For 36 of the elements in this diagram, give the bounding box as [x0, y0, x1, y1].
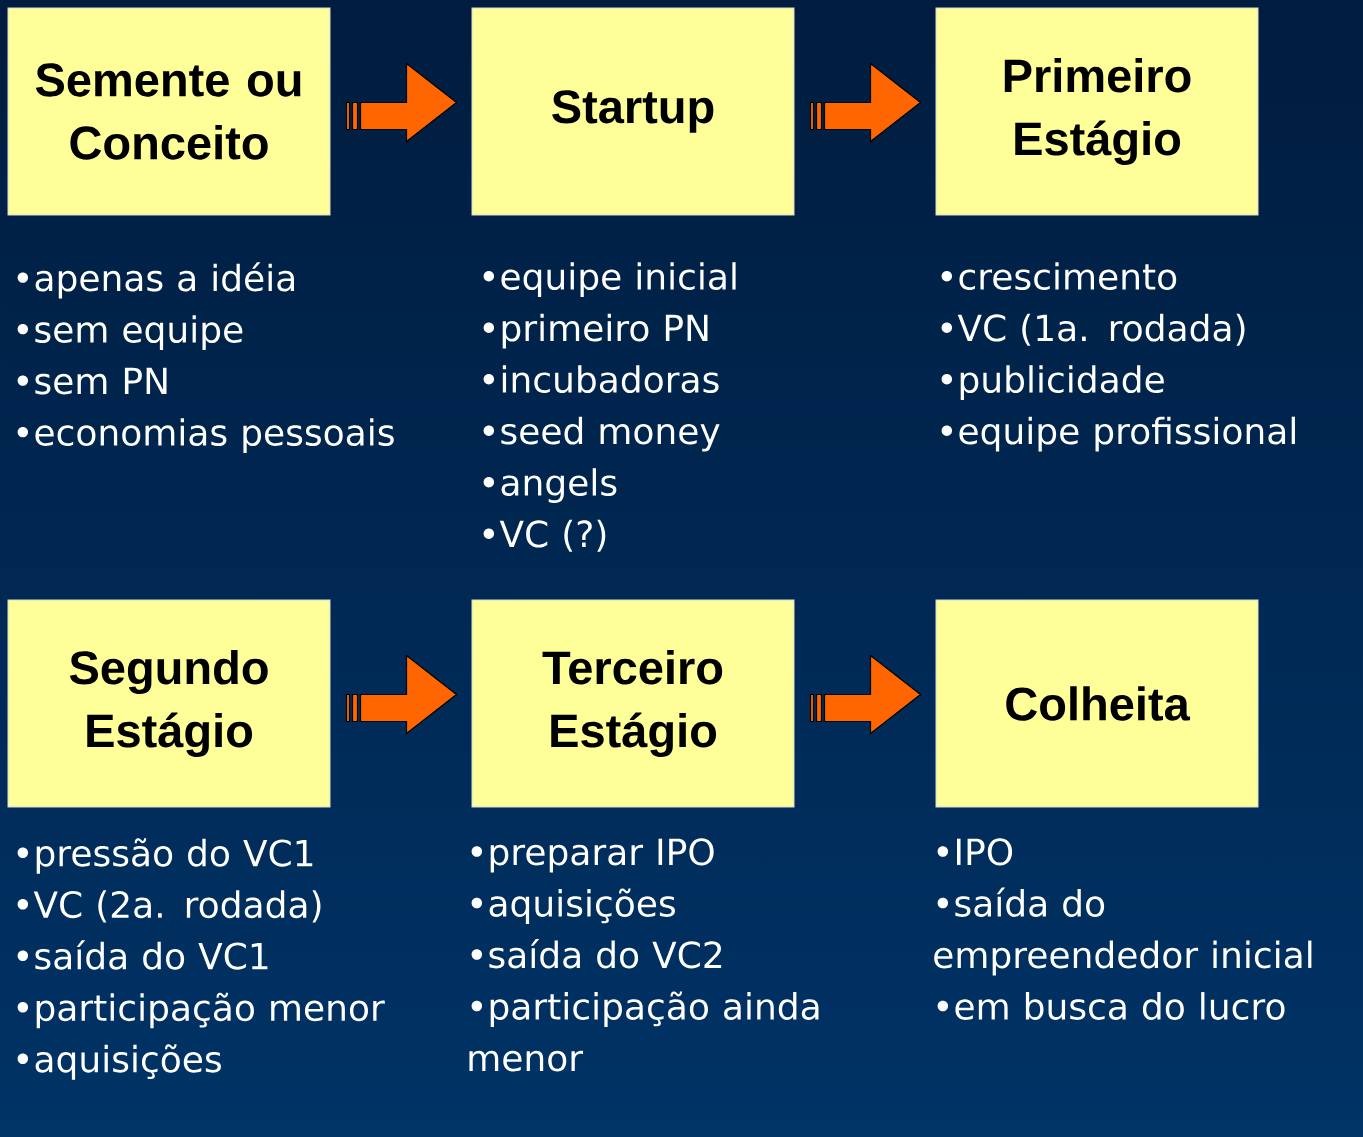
- list-item: •saída do empreendedor inicial: [934, 887, 1312, 976]
- list-item: •sem PN: [17, 367, 167, 395]
- stage-box: Colheita: [935, 599, 1259, 808]
- block-arrow: [345, 62, 458, 143]
- block-arrow: [809, 62, 922, 143]
- stage-box: Segundo Estágio: [7, 599, 331, 808]
- list-item: •seed money: [483, 416, 720, 452]
- list-item: •economias pessoais: [17, 418, 394, 453]
- list-item: •IPO: [937, 838, 1013, 866]
- list-item: •angels: [483, 468, 617, 504]
- list-item: •saída do VC2: [471, 939, 722, 969]
- list-item: •pressão do VC1: [17, 838, 313, 874]
- list-item: •VC (?): [483, 519, 606, 552]
- list-item: •equipe inicial: [483, 262, 736, 298]
- stage-box: Terceiro Estágio: [471, 599, 795, 808]
- list-item: •publicidade: [941, 365, 1164, 401]
- list-item: •VC (1a. rodada): [941, 313, 1245, 346]
- block-arrow: [809, 654, 922, 735]
- list-item: •em busca do lucro: [937, 992, 1285, 1020]
- stage-box: Semente ou Conceito: [7, 7, 331, 216]
- list-item: •equipe profissional: [941, 416, 1295, 452]
- list-item: •aquisições: [17, 1044, 221, 1080]
- list-item: •participação ainda menor: [469, 991, 819, 1072]
- list-item: •aquisições: [471, 888, 675, 924]
- list-item: •apenas a idéia: [17, 262, 294, 299]
- list-item: •saída do VC1: [17, 940, 268, 970]
- list-item: •primeiro PN: [483, 313, 708, 349]
- list-item: •participação menor: [17, 992, 385, 1029]
- stage-box: Startup: [471, 7, 795, 216]
- list-item: •crescimento: [941, 262, 1177, 291]
- list-item: •preparar IPO: [471, 838, 714, 873]
- list-item: •incubadoras: [483, 365, 719, 394]
- block-arrow: [345, 654, 458, 735]
- list-item: •VC (2a. rodada): [17, 890, 321, 923]
- list-item: •sem equipe: [17, 315, 243, 350]
- stage-box: Primeiro Estágio: [935, 7, 1259, 216]
